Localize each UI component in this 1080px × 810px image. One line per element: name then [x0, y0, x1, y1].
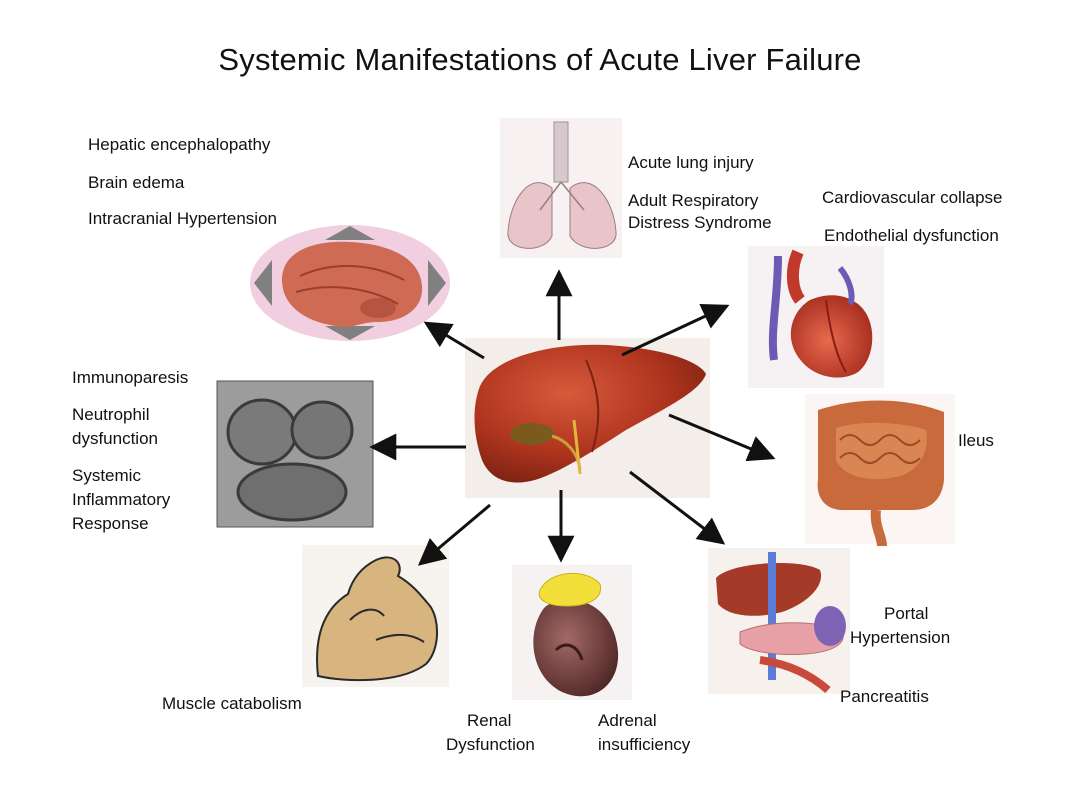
label-adrenal-insufficiency: insufficiency [598, 735, 691, 754]
label-pancreatitis: Pancreatitis [840, 687, 929, 706]
liver-illustration [465, 338, 710, 498]
label-ileus: Ileus [958, 431, 994, 450]
arrow-to-brain [423, 321, 485, 360]
label-portal: Portal [884, 604, 929, 623]
label-acute-lung-injury: Acute lung injury [628, 153, 754, 172]
label-systemic: Systemic [72, 466, 141, 485]
cell-micrograph [216, 380, 374, 528]
arrows [369, 269, 776, 566]
label-muscle-catabolism: Muscle catabolism [162, 694, 302, 713]
arrow-to-heart [621, 304, 730, 357]
label-hepatic-encephalopathy: Hepatic encephalopathy [88, 135, 271, 154]
label-response: Response [72, 514, 149, 533]
arrow-to-pancreas [629, 470, 726, 545]
lungs-illustration [500, 118, 622, 258]
diagram-title: Systemic Manifestations of Acute Liver F… [218, 42, 862, 77]
arrow-to-intestine [668, 413, 776, 462]
label-dysfunction: dysfunction [72, 429, 158, 448]
label-renal-dysfunction: Dysfunction [446, 735, 535, 754]
label-hypertension: Hypertension [850, 628, 951, 647]
muscle-arm-illustration [302, 545, 449, 687]
label-neutrophil: Neutrophil [72, 405, 150, 424]
label-brain-edema: Brain edema [88, 173, 185, 192]
kidney-illustration [512, 565, 632, 700]
arrow-to-muscle [417, 503, 491, 566]
heart-illustration [748, 246, 884, 388]
label-adult-respiratory: Adult Respiratory [628, 191, 759, 210]
label-intracranial-hypertension: Intracranial Hypertension [88, 209, 277, 228]
label-renal: Renal [467, 711, 512, 730]
label-immunoparesis: Immunoparesis [72, 368, 189, 387]
label-cardiovascular-collapse: Cardiovascular collapse [822, 188, 1003, 207]
label-endothelial-dysfunction: Endothelial dysfunction [824, 226, 999, 245]
intestine-illustration [805, 394, 955, 547]
brain-illustration [250, 225, 450, 341]
label-distress-syndrome: Distress Syndrome [628, 213, 772, 232]
label-adrenal: Adrenal [598, 711, 657, 730]
pancreas-liver-illustration [708, 548, 850, 694]
label-inflammatory: Inflammatory [72, 490, 171, 509]
